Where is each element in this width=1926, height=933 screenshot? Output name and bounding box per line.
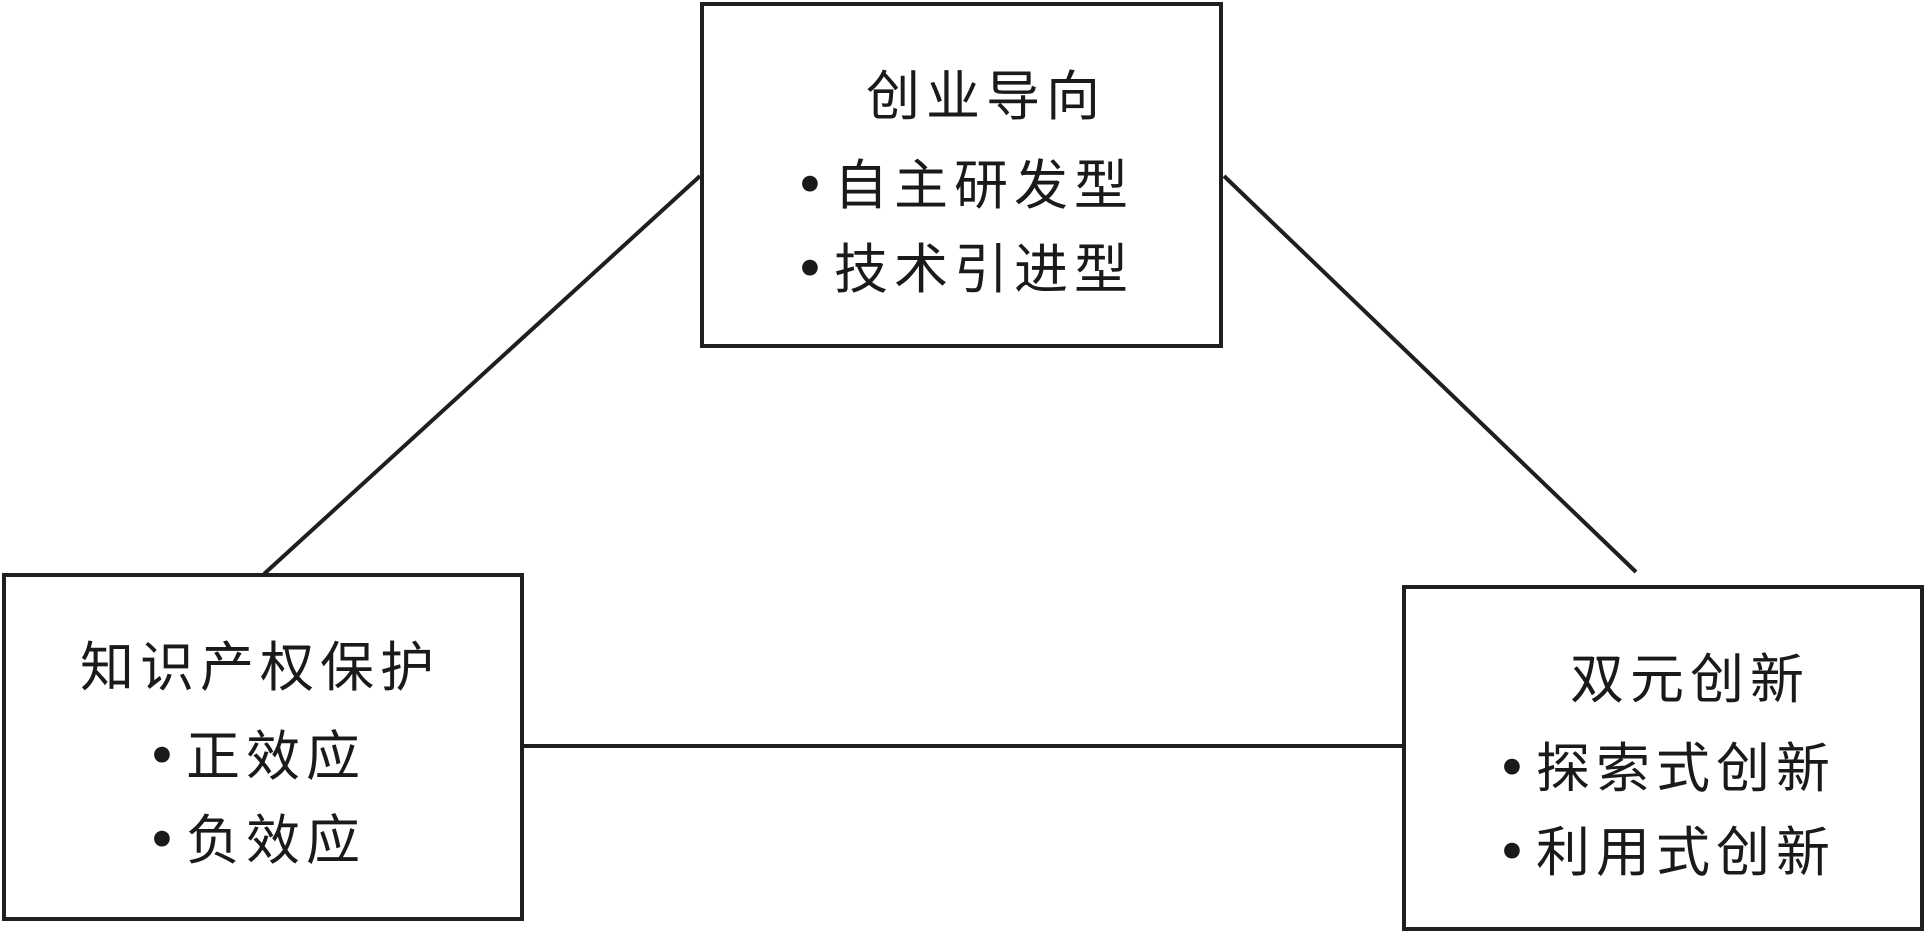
- list-item-label: 技术引进型: [834, 238, 1134, 301]
- edge-top-to-left: [262, 174, 702, 576]
- bullet-icon: •: [1496, 821, 1534, 884]
- list-item: •自主研发型: [794, 144, 1134, 228]
- node-item-list: •自主研发型 •技术引进型: [794, 144, 1134, 312]
- bullet-icon: •: [146, 809, 184, 872]
- list-item-label: 正效应: [186, 725, 366, 788]
- list-item: •负效应: [146, 799, 366, 883]
- ip-protection-box: 知识产权保护 •正效应 •负效应: [2, 573, 524, 921]
- node-title: 知识产权保护: [80, 636, 440, 699]
- list-item: •技术引进型: [794, 228, 1134, 312]
- list-item-label: 利用式创新: [1536, 821, 1836, 884]
- edge-top-to-right: [1222, 174, 1638, 574]
- entrepreneurial-orientation-box: 创业导向 •自主研发型 •技术引进型: [700, 2, 1223, 348]
- bullet-icon: •: [794, 238, 832, 301]
- node-item-list: •正效应 •负效应: [146, 715, 366, 883]
- ambidextrous-innovation-box: 双元创新 •探索式创新 •利用式创新: [1402, 585, 1924, 931]
- list-item-label: 探索式创新: [1536, 737, 1836, 800]
- list-item: •探索式创新: [1496, 727, 1836, 811]
- list-item-label: 自主研发型: [834, 154, 1134, 217]
- list-item-label: 负效应: [186, 809, 366, 872]
- node-title: 创业导向: [866, 65, 1106, 128]
- list-item: •正效应: [146, 715, 366, 799]
- bullet-icon: •: [146, 725, 184, 788]
- list-item: •利用式创新: [1496, 811, 1836, 895]
- bullet-icon: •: [1496, 737, 1534, 800]
- bullet-icon: •: [794, 154, 832, 217]
- node-item-list: •探索式创新 •利用式创新: [1496, 727, 1836, 895]
- node-title: 双元创新: [1570, 648, 1810, 711]
